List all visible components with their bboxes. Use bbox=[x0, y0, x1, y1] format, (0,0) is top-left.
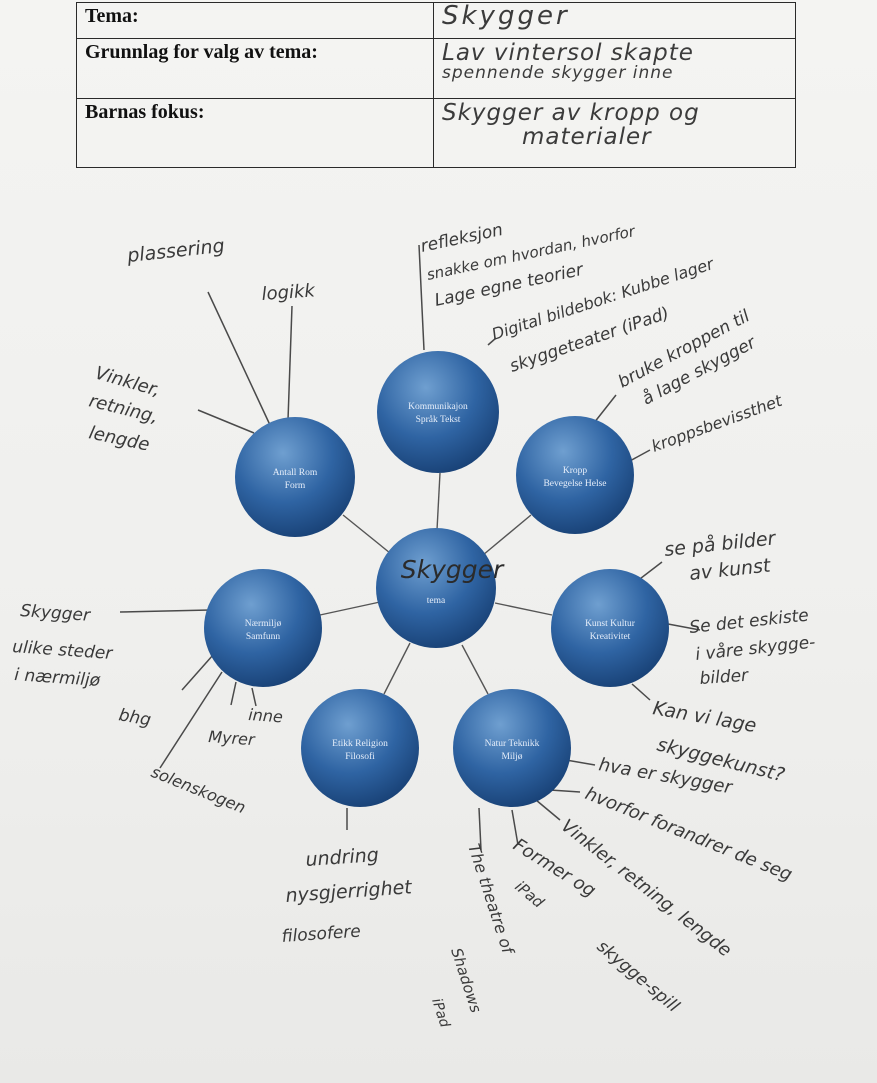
bubble-label: Kommunikajon bbox=[408, 402, 468, 412]
note-line: solenskogen bbox=[149, 762, 249, 817]
note-line: bhg bbox=[117, 705, 153, 730]
bubble-label: Bevegelse Helse bbox=[543, 479, 606, 489]
theme-value-line: Skygger bbox=[442, 1, 570, 31]
bubble-natur: Natur Teknikk Miljø bbox=[453, 689, 571, 807]
bubble-etikk: Etikk Religion Filosofi bbox=[301, 689, 419, 807]
note-line: filosofere bbox=[281, 922, 361, 947]
note-line: undring bbox=[305, 844, 380, 871]
bubble-label: Etikk Religion bbox=[332, 739, 388, 749]
note-line: lengde bbox=[87, 422, 151, 455]
theme-value: Skygger bbox=[433, 1, 796, 39]
note-line: kroppsbevissthet bbox=[649, 391, 785, 456]
notes-kunst: se på bilder av kunst Se det eskiste i v… bbox=[651, 526, 816, 786]
note-line: The theatre of bbox=[464, 841, 518, 958]
bubble-label: Kunst Kultur bbox=[585, 619, 636, 629]
bubble-label: Kropp bbox=[563, 466, 588, 476]
center-handwritten-title: Skygger bbox=[401, 555, 505, 584]
focus-label: Barnas fokus: bbox=[76, 98, 434, 168]
bubble-label: Antall Rom bbox=[273, 468, 318, 478]
note-line: inne bbox=[248, 705, 284, 726]
reason-label: Grunnlag for valg av tema: bbox=[76, 38, 434, 99]
bubble-label: Natur Teknikk bbox=[485, 739, 540, 749]
bubble-label: Miljø bbox=[501, 752, 522, 762]
note-line: iPad bbox=[511, 877, 547, 912]
notes-etikk: undring nysgjerrighet filosofere bbox=[281, 844, 414, 947]
spokes bbox=[319, 472, 553, 695]
note-line: Shadows bbox=[447, 946, 485, 1015]
bubble-label: Nærmiljø bbox=[245, 619, 282, 629]
theme-label: Tema: bbox=[76, 2, 434, 39]
bubble-label: Form bbox=[285, 481, 306, 491]
note-line: iPad bbox=[428, 996, 452, 1029]
focus-value-line: materialer bbox=[522, 124, 652, 151]
note-line: av kunst bbox=[688, 554, 773, 585]
note-line: Myrer bbox=[208, 727, 257, 749]
theme-row: Tema: Skygger bbox=[76, 1, 796, 39]
focus-value-line: Skygger av kropp og bbox=[442, 100, 700, 126]
center-printed-label: tema bbox=[427, 596, 446, 606]
reason-row: Grunnlag for valg av tema: Lav vintersol… bbox=[76, 38, 796, 99]
bubble-label: Språk Tekst bbox=[416, 414, 461, 425]
note-line: i våre skygge- bbox=[694, 632, 816, 665]
note-line: i nærmiljø bbox=[14, 665, 102, 691]
note-line: Se det eskiste bbox=[688, 606, 809, 638]
reason-value-line: Lav vintersol skapte bbox=[442, 40, 694, 66]
note-line: bilder bbox=[699, 666, 750, 689]
bubble-label: Samfunn bbox=[246, 631, 281, 642]
note-line: logikk bbox=[261, 280, 317, 305]
note-line: nysgjerrighet bbox=[285, 876, 414, 907]
bubble-label: Filosofi bbox=[345, 751, 375, 762]
focus-row: Barnas fokus: Skygger av kropp og materi… bbox=[76, 98, 796, 168]
note-line: plassering bbox=[125, 235, 225, 267]
bubble-kommunikasjon: Kommunikajon Språk Tekst bbox=[377, 351, 499, 473]
bubble-center: Skygger tema bbox=[376, 528, 505, 648]
note-line: Skygger bbox=[20, 601, 92, 626]
bubble-kropp: Kropp Bevegelse Helse bbox=[516, 416, 634, 534]
focus-value: Skygger av kropp og materialer bbox=[433, 98, 796, 168]
note-line: skygge-spill bbox=[593, 937, 683, 1017]
note-line: ulike steder bbox=[12, 637, 114, 664]
note-line: Kan vi lage bbox=[651, 697, 758, 737]
bubble-antall: Antall Rom Form bbox=[235, 417, 355, 537]
reason-value-line: spennende skygger inne bbox=[442, 63, 674, 84]
note-connectors bbox=[119, 244, 701, 851]
bubble-naermiljo: Nærmiljø Samfunn bbox=[204, 569, 322, 687]
reason-value: Lav vintersol skapte spennende skygger i… bbox=[433, 38, 796, 99]
bubble-label: Kreativitet bbox=[590, 632, 631, 642]
theme-table: Tema: Skygger Grunnlag for valg av tema:… bbox=[76, 2, 796, 168]
bubble-kunst: Kunst Kultur Kreativitet bbox=[551, 569, 669, 687]
